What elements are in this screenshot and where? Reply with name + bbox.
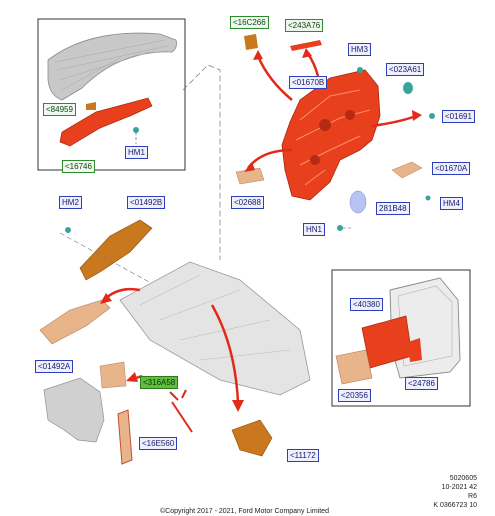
inset-box-roof [37, 18, 186, 171]
panel-316a58-image [99, 361, 127, 389]
label-24786[interactable]: <24786 [405, 377, 438, 390]
label-hn1[interactable]: HN1 [303, 223, 326, 236]
label-281b48[interactable]: 281B48 [376, 202, 410, 215]
label-316a58[interactable]: <316A58 [140, 376, 179, 389]
pad-20356-image [335, 349, 373, 385]
fastener-hm4-image [425, 195, 431, 201]
patch-11172-image [231, 419, 273, 457]
reference-block: 5020605 10-2021 42 R6 K 0366723 10 [433, 474, 477, 510]
strip-24786-image [408, 338, 422, 362]
bracket-01670a-image [391, 161, 423, 179]
label-023a61[interactable]: <023A61 [386, 63, 425, 76]
label-hm4[interactable]: HM4 [440, 197, 463, 210]
label-84959[interactable]: <84959 [43, 103, 76, 116]
dash-panel-image [281, 69, 381, 201]
label-20356[interactable]: <20356 [338, 389, 371, 402]
fastener-hm2-image [65, 227, 71, 233]
label-16746[interactable]: <16746 [62, 160, 95, 173]
guide-line [182, 64, 221, 260]
direction-arrowheads-dash [244, 48, 422, 172]
label-01670a[interactable]: <01670A [432, 162, 471, 175]
label-hm2[interactable]: HM2 [59, 196, 82, 209]
wheelhouse-panel-image [43, 377, 105, 443]
label-11172[interactable]: <11172 [287, 449, 319, 462]
roof-panel-image [47, 32, 177, 101]
roof-reinforcement-image [59, 97, 153, 147]
highlight-pointer [169, 389, 193, 433]
direction-arrowheads-floor [100, 293, 244, 412]
fastener-hm1-image [133, 127, 139, 133]
label-02688[interactable]: <02688 [231, 196, 264, 209]
label-16e560[interactable]: <16E560 [139, 437, 178, 450]
label-243a76[interactable]: <243A76 [285, 19, 324, 32]
bracket-01492b-image [79, 219, 153, 281]
plug-01691-image [429, 113, 435, 119]
reference-number: K 0366723 10 [433, 502, 477, 509]
bracket-84959-image [86, 102, 96, 110]
label-01492b[interactable]: <01492B [127, 196, 166, 209]
label-01691[interactable]: <01691 [442, 110, 475, 123]
reference-date: 10-2021 42 [441, 484, 477, 491]
label-01670b[interactable]: <01670B [289, 76, 328, 89]
reference-code: 5020605 [449, 475, 477, 482]
label-hm1[interactable]: HM1 [125, 146, 148, 159]
grommet-023a61-image [403, 82, 413, 94]
fastener-hm3-image [357, 67, 363, 73]
fastener-hn1-image [337, 225, 343, 231]
label-16c266[interactable]: <16C266 [230, 16, 269, 29]
reference-revision: R6 [468, 493, 477, 500]
strip-243a76-image [290, 40, 322, 51]
bracket-16c266-image [244, 34, 258, 50]
cover-281b48-image [349, 190, 367, 214]
inset-box-door [331, 269, 471, 407]
bracket-16e560-image [117, 409, 133, 465]
panel-01492a-image [39, 299, 111, 345]
body-shell-image [119, 261, 311, 396]
label-hm3[interactable]: HM3 [348, 43, 371, 56]
label-40380[interactable]: <40380 [350, 298, 383, 311]
label-01492a[interactable]: <01492A [35, 360, 74, 373]
